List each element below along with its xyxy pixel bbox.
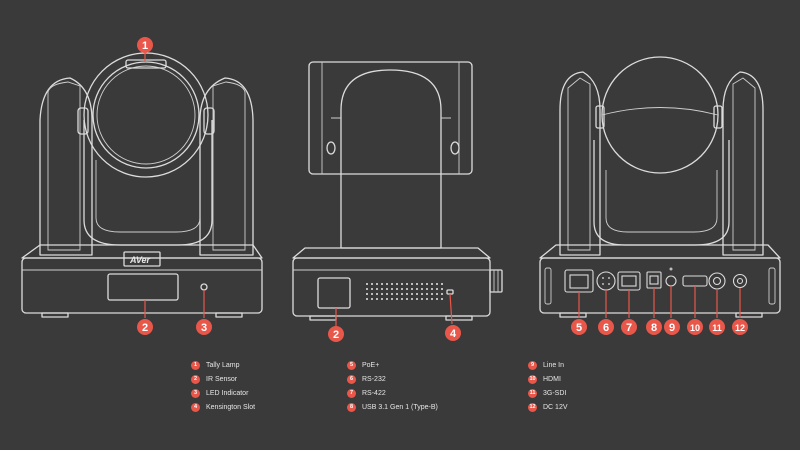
- port-dc12v: [732, 273, 748, 289]
- port-poe: [564, 269, 594, 293]
- svg-text:1: 1: [142, 40, 148, 52]
- svg-text:12: 12: [735, 323, 745, 333]
- svg-text:2: 2: [142, 322, 148, 334]
- callout-8: 8: [646, 319, 662, 335]
- callout-9: 9: [664, 319, 680, 335]
- port-3g-sdi: [708, 272, 726, 290]
- svg-text:11: 11: [712, 323, 722, 333]
- callout-lines: [144, 52, 741, 326]
- port-rs232: [596, 271, 616, 291]
- front-view: AVer: [21, 52, 263, 318]
- svg-text:9: 9: [669, 322, 675, 334]
- svg-text:2: 2: [333, 329, 339, 341]
- port-line-in: [665, 267, 677, 287]
- callout-1: 1: [137, 37, 153, 53]
- callout-11: 11: [709, 319, 725, 335]
- callout-5: 5: [571, 319, 587, 335]
- svg-text:7: 7: [626, 322, 632, 334]
- svg-text:6: 6: [603, 322, 609, 334]
- svg-text:4: 4: [450, 328, 457, 340]
- callout-3: 3: [196, 319, 212, 335]
- callout-2-front: 2: [137, 319, 153, 335]
- ventilation-grille: [366, 283, 443, 300]
- brand-logo: AVer: [129, 255, 151, 265]
- callout-7: 7: [621, 319, 637, 335]
- port-rs422: [617, 271, 641, 291]
- svg-text:3: 3: [201, 322, 207, 334]
- callout-2-back: 2: [328, 326, 344, 342]
- port-hdmi: [682, 275, 708, 287]
- svg-text:5: 5: [576, 322, 582, 334]
- callout-12: 12: [732, 319, 748, 335]
- port-usb: [646, 271, 662, 289]
- rear-port-view: [539, 56, 781, 318]
- svg-text:10: 10: [690, 323, 700, 333]
- callout-6: 6: [598, 319, 614, 335]
- svg-text:8: 8: [651, 322, 657, 334]
- callout-10: 10: [687, 319, 703, 335]
- callout-4: 4: [445, 325, 461, 341]
- back-view: [292, 61, 503, 321]
